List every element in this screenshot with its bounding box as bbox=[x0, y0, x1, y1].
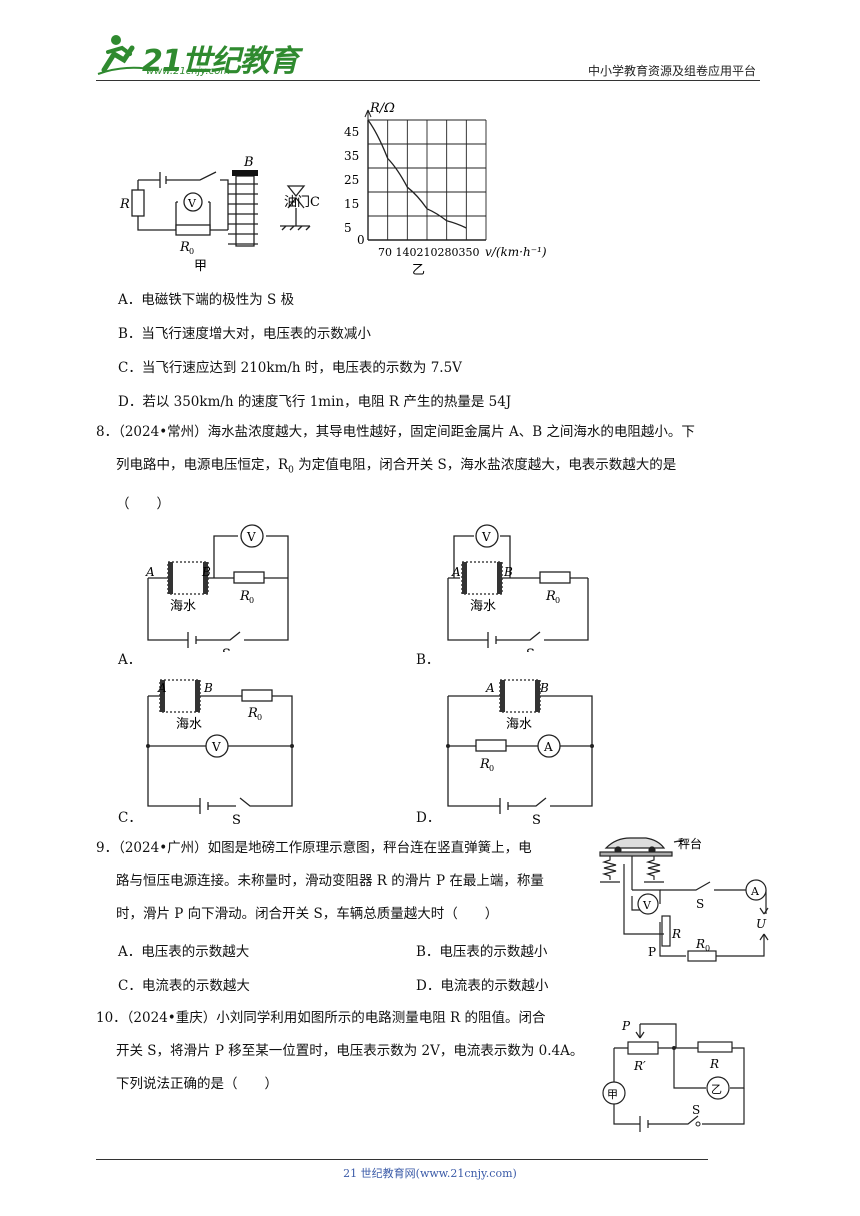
svg-text:R: R bbox=[695, 937, 705, 951]
q8-circuit-b: V A B 海水 R 0 S bbox=[447, 524, 589, 652]
chart-xticks: 70 140210280350 bbox=[378, 246, 479, 259]
q9-stem: 9．（2024•广州）如图是地磅工作原理示意图，秤台连在竖直弹簧上，电 路与恒压… bbox=[96, 840, 544, 922]
chart-series-line bbox=[367, 119, 467, 229]
svg-text:U: U bbox=[756, 917, 767, 931]
chart-y-arrow bbox=[364, 109, 372, 120]
q8-option-c: C． bbox=[118, 810, 142, 826]
chart-origin: 0 bbox=[357, 233, 365, 247]
voltmeter-label: V bbox=[187, 197, 197, 210]
svg-text:0: 0 bbox=[555, 596, 560, 605]
chart-grid bbox=[364, 109, 487, 241]
platform-name: 中小学教育资源及组卷应用平台 bbox=[587, 64, 756, 78]
q8-stem: 8．（2024•常州）海水盐浓度越大，其导电性越好，固定间距金属片 A、B 之间… bbox=[96, 424, 695, 512]
svg-text:R: R bbox=[671, 927, 681, 941]
q7-option-b: B．当飞行速度增大对，电压表的示数减小 bbox=[118, 326, 371, 342]
footer-text: 21 世纪教育网(www.21cnjy.com) bbox=[343, 1167, 517, 1180]
svg-text:R: R bbox=[545, 589, 556, 604]
footer-divider bbox=[96, 1159, 708, 1160]
svg-text:海水: 海水 bbox=[506, 717, 532, 732]
q10-stem: 10．（2024•重庆）小刘同学利用如图所示的电路测量电阻 R 的阻值。闭合 开… bbox=[96, 1010, 584, 1092]
svg-text:秤台: 秤台 bbox=[678, 836, 702, 851]
svg-text:0: 0 bbox=[189, 247, 194, 256]
svg-text:R: R bbox=[247, 706, 258, 721]
resistor-r-label: R bbox=[119, 197, 130, 212]
logo-text: 21世纪教育 bbox=[142, 44, 299, 79]
q7-option-a: A．电磁铁下端的极性为 S 极 bbox=[118, 292, 295, 308]
fig7-chart: 45 35 25 15 5 R/Ω v/(km·h⁻¹) 0 70 1402102803… bbox=[344, 101, 547, 276]
q8-circuit-d: A A B 海水 R 0 S bbox=[446, 679, 594, 826]
logo-icon bbox=[97, 35, 157, 75]
q8-option-b: B． bbox=[416, 652, 440, 668]
svg-text:B: B bbox=[503, 565, 513, 579]
svg-text:0: 0 bbox=[705, 944, 710, 953]
chart-xlabel: v/(km·h⁻¹) bbox=[485, 245, 547, 259]
chart-ytick-label: 15 bbox=[344, 197, 359, 211]
svg-text:S: S bbox=[532, 813, 541, 826]
q7-option-d: D．若以 350km/h 的速度飞行 1min，电阻 R 产生的热量是 54J bbox=[118, 394, 512, 410]
svg-text:乙: 乙 bbox=[711, 1083, 722, 1096]
chart-ylabel: R/Ω bbox=[369, 101, 395, 116]
logo-url: www.21cnjy.com bbox=[146, 66, 231, 77]
svg-text:0: 0 bbox=[257, 713, 262, 722]
q8-circuit-a: V A B 海水 R 0 S bbox=[145, 524, 289, 652]
svg-text:R′: R′ bbox=[633, 1059, 646, 1073]
q7-option-c: C．当飞行速应达到 210km/h 时，电压表的示数为 7.5V bbox=[118, 360, 462, 376]
svg-text:V: V bbox=[642, 899, 652, 912]
svg-text:S: S bbox=[696, 897, 704, 911]
svg-text:P: P bbox=[621, 1019, 631, 1033]
q9-option-d: D．电流表的示数越小 bbox=[416, 978, 549, 994]
header-divider bbox=[96, 80, 760, 81]
svg-text:B: B bbox=[203, 681, 213, 695]
chart-ytick-label: 35 bbox=[344, 149, 359, 163]
svg-text:海水: 海水 bbox=[470, 599, 496, 614]
q9-figure: 秤台 V A S P R R 0 U bbox=[599, 836, 769, 962]
svg-text:海水: 海水 bbox=[176, 717, 202, 732]
svg-text:A: A bbox=[485, 681, 495, 695]
magnet-b-label: B bbox=[243, 155, 254, 170]
svg-text:A: A bbox=[750, 885, 760, 898]
svg-text:A: A bbox=[145, 565, 155, 579]
svg-text:P: P bbox=[648, 945, 656, 959]
q10-figure: P R′ R 甲 乙 S bbox=[602, 1019, 745, 1132]
svg-text:B: B bbox=[201, 565, 211, 579]
svg-text:甲: 甲 bbox=[607, 1088, 618, 1101]
svg-text:R: R bbox=[479, 757, 490, 772]
svg-text:V: V bbox=[211, 740, 221, 754]
q9-option-c: C．电流表的示数越大 bbox=[118, 978, 250, 994]
q8-circuit-c: V A B 海水 R 0 S bbox=[146, 679, 294, 826]
fig7-circuit: V R R 0 B 油门C 甲 bbox=[119, 155, 320, 274]
svg-text:S: S bbox=[232, 813, 241, 826]
q9-option-b: B．电压表的示数越小 bbox=[416, 944, 548, 960]
svg-text:0: 0 bbox=[489, 764, 494, 773]
q8-option-d: D． bbox=[416, 810, 441, 826]
resistor-r0-label: R bbox=[179, 240, 190, 255]
q9-option-a: A．电压表的示数越大 bbox=[118, 944, 250, 960]
svg-text:V: V bbox=[481, 530, 491, 544]
chart-ytick-label: 25 bbox=[344, 173, 359, 187]
svg-text:A: A bbox=[157, 681, 167, 695]
q8-option-a: A． bbox=[118, 652, 142, 668]
svg-text:S: S bbox=[692, 1103, 700, 1117]
svg-text:B: B bbox=[539, 681, 549, 695]
fig-jia-label: 甲 bbox=[194, 259, 207, 274]
svg-text:R: R bbox=[709, 1057, 719, 1071]
svg-text:A: A bbox=[543, 740, 553, 754]
chart-ytick-label: 5 bbox=[344, 221, 352, 235]
svg-text:V: V bbox=[246, 530, 256, 544]
svg-text:R: R bbox=[239, 589, 250, 604]
svg-text:A: A bbox=[451, 565, 461, 579]
svg-text:S: S bbox=[222, 647, 231, 652]
svg-text:S: S bbox=[526, 647, 535, 652]
throttle-label: 油门C bbox=[284, 195, 320, 210]
svg-text:0: 0 bbox=[249, 596, 254, 605]
svg-text:海水: 海水 bbox=[170, 599, 196, 614]
fig-yi-label: 乙 bbox=[412, 263, 425, 276]
chart-ytick-label: 45 bbox=[344, 125, 359, 139]
